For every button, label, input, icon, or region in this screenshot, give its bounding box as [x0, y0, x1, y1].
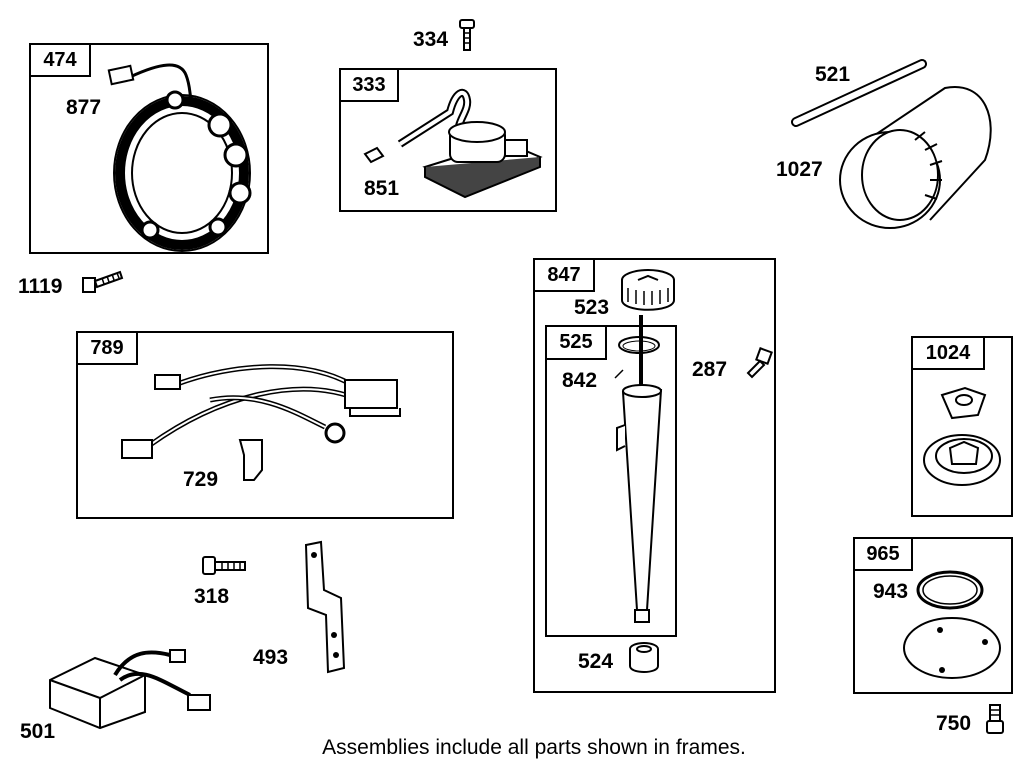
- part-label-287: 287: [692, 358, 728, 381]
- part-label-524: 524: [578, 650, 614, 673]
- frame-label-847: 847: [533, 258, 595, 292]
- part-label-1119: 1119: [18, 275, 63, 298]
- tube-521-icon: [791, 59, 927, 127]
- dipstick-tube-842-icon: [614, 315, 663, 623]
- rectifier-501-icon: [49, 649, 211, 730]
- part-label-943: 943: [873, 580, 909, 603]
- part-label-334: 334: [413, 28, 449, 51]
- part-label-842: 842: [562, 369, 598, 392]
- oil-filter-1027-icon: [839, 85, 992, 229]
- frame-965: [853, 537, 1013, 694]
- screw-750-icon: [986, 704, 1004, 734]
- part-label-521: 521: [815, 63, 851, 86]
- oil-cap-523-icon: [621, 269, 675, 311]
- part-label-501: 501: [20, 720, 56, 743]
- bolt-1119-icon: [82, 270, 124, 293]
- frame-333: [339, 68, 557, 212]
- wiring-harness-789-icon: [121, 364, 401, 481]
- part-label-750: 750: [936, 712, 972, 735]
- bracket-493-icon: [304, 540, 346, 674]
- part-label-851: 851: [364, 177, 400, 200]
- screw-334-icon: [459, 19, 475, 51]
- oil-pump-rotor-1024-icon: [923, 386, 1001, 486]
- screw-287-icon: [746, 347, 773, 379]
- frame-474: [29, 43, 269, 254]
- frame-label-1024: 1024: [911, 336, 985, 370]
- frame-label-789: 789: [76, 331, 138, 365]
- frame-label-965: 965: [853, 537, 913, 571]
- frame-789: [76, 331, 454, 519]
- part-label-493: 493: [253, 646, 289, 669]
- part-label-729: 729: [183, 468, 219, 491]
- armature-333-icon: [363, 88, 543, 199]
- frame-label-474: 474: [29, 43, 91, 77]
- assemblies-caption: Assemblies include all parts shown in fr…: [322, 736, 746, 759]
- frame-label-525: 525: [545, 325, 607, 360]
- part-label-1027: 1027: [776, 158, 823, 181]
- part-label-318: 318: [194, 585, 230, 608]
- screw-318-icon: [202, 556, 246, 575]
- stator-877-icon: [107, 63, 252, 252]
- grommet-524-icon: [629, 642, 659, 673]
- cover-965-icon: [903, 570, 1001, 679]
- frame-847: [533, 258, 776, 693]
- part-label-877: 877: [66, 96, 102, 119]
- frame-label-333: 333: [339, 68, 399, 102]
- frame-525: [545, 325, 677, 637]
- part-label-523: 523: [574, 296, 610, 319]
